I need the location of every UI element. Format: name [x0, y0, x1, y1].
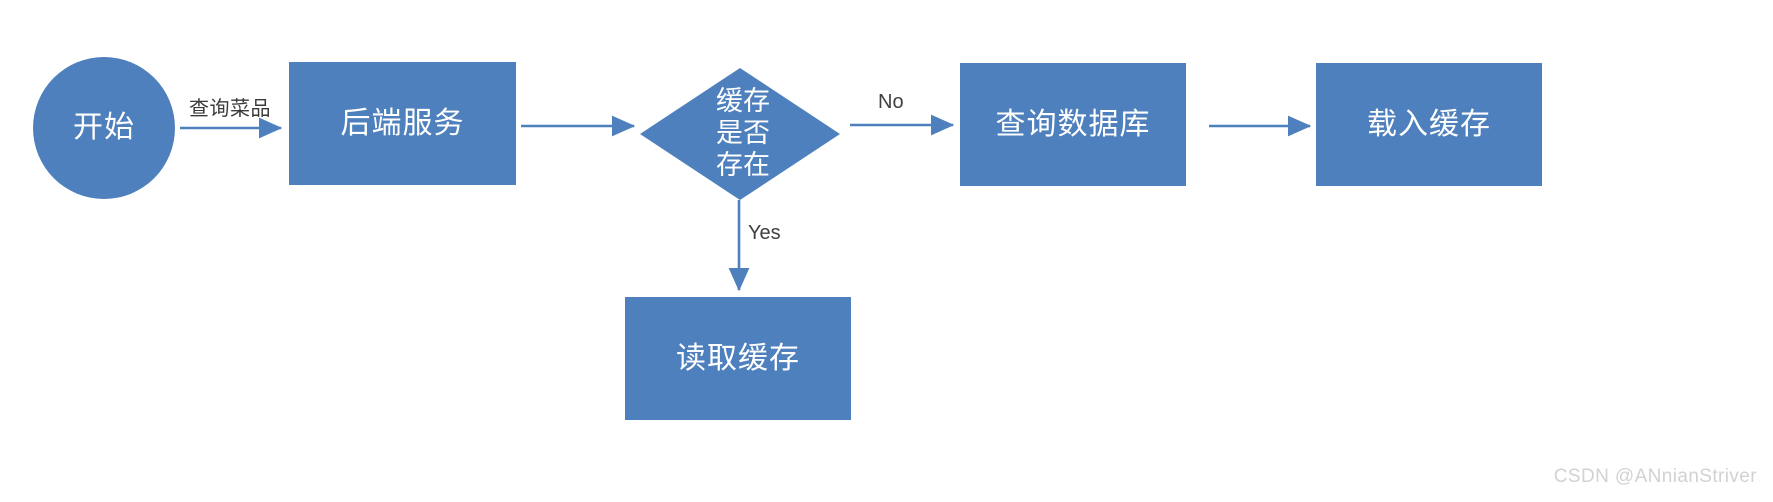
node-cache-exists-label: 缓存 是否 存在: [710, 86, 770, 182]
node-load-cache[interactable]: 载入缓存: [1316, 63, 1542, 186]
node-query-database[interactable]: 查询数据库: [960, 63, 1186, 186]
node-cache-exists-line-1: 缓存: [716, 86, 770, 117]
node-read-cache-label: 读取缓存: [676, 341, 800, 375]
node-query-database-label: 查询数据库: [995, 107, 1151, 141]
node-cache-exists-line-2: 是否: [716, 118, 770, 149]
edge-label-decision-to-readcache: Yes: [748, 222, 781, 244]
node-backend-service[interactable]: 后端服务: [289, 62, 516, 185]
node-cache-exists-line-3: 存在: [716, 149, 770, 180]
node-start-label: 开始: [73, 111, 135, 145]
edge-label-start-to-backend: 查询菜品: [189, 98, 271, 120]
node-start[interactable]: 开始: [33, 57, 175, 199]
edge-label-decision-to-database: No: [878, 91, 904, 113]
node-backend-service-label: 后端服务: [340, 106, 465, 140]
node-cache-exists[interactable]: 缓存 是否 存在: [640, 68, 840, 200]
watermark: CSDN @ANnianStriver: [1553, 466, 1757, 487]
node-load-cache-label: 载入缓存: [1367, 107, 1491, 141]
diamond-shape-icon: [640, 68, 840, 200]
node-read-cache[interactable]: 读取缓存: [625, 297, 851, 420]
